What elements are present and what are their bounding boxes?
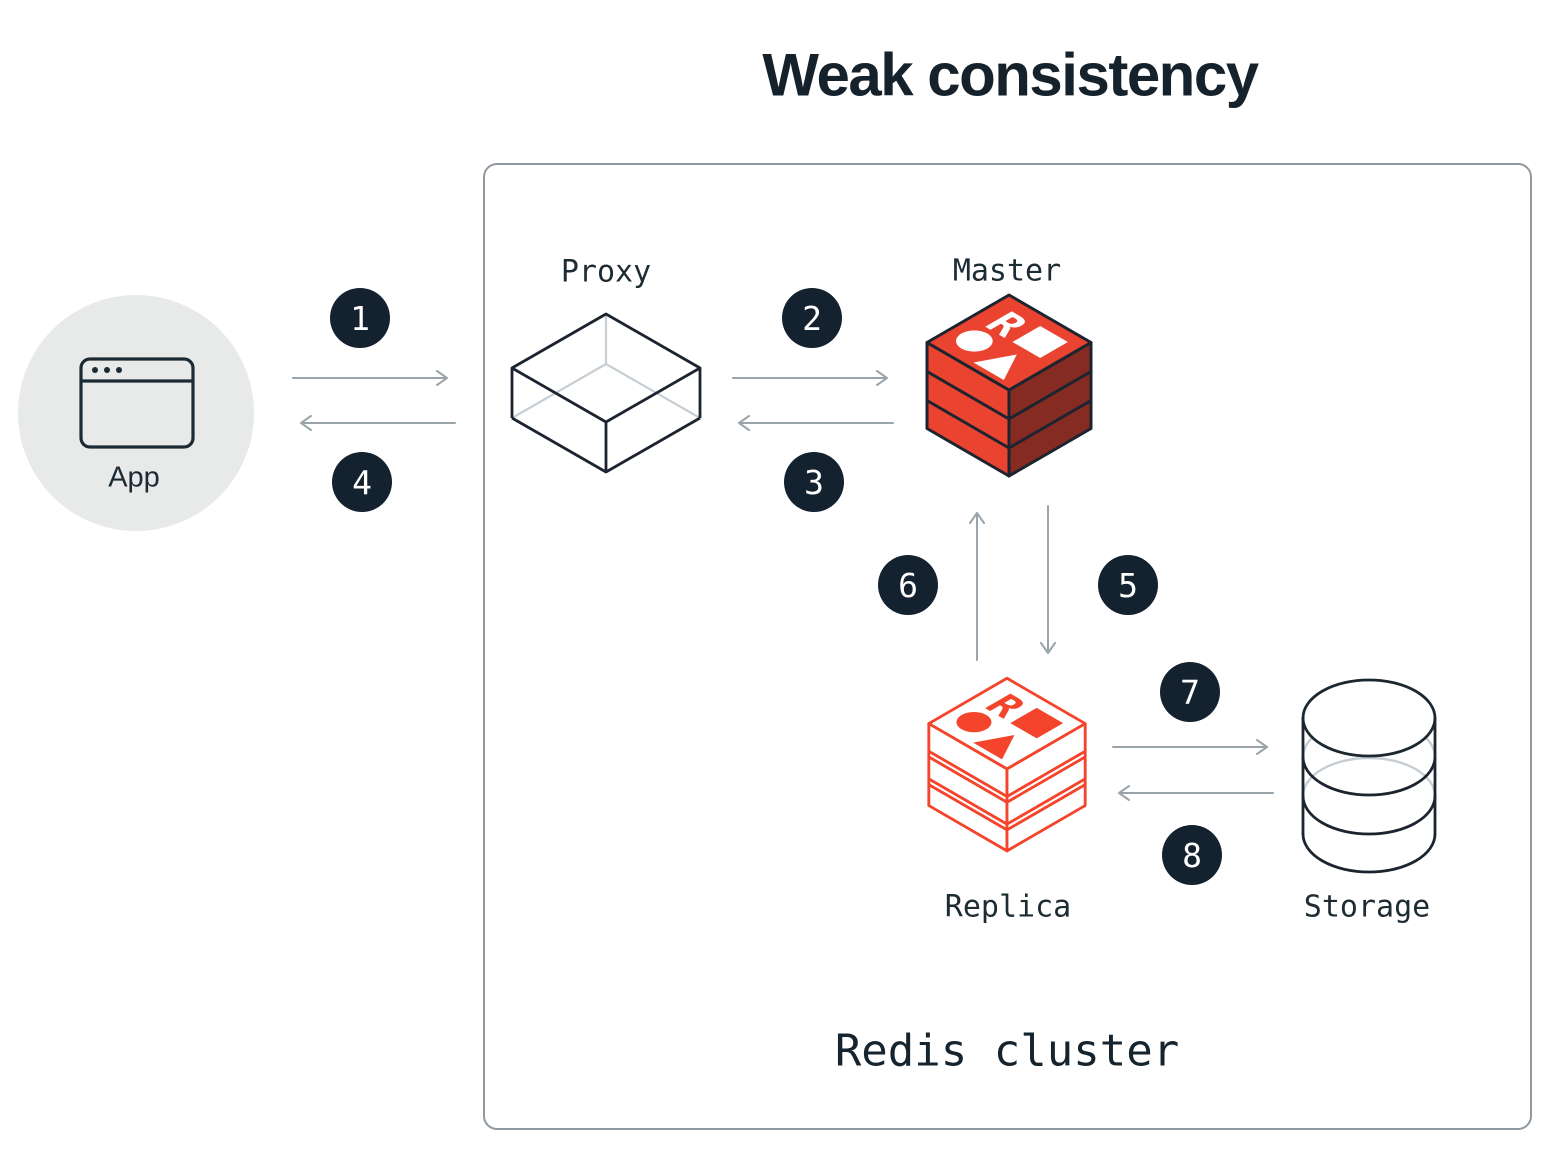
redis-cluster-label: Redis cluster: [834, 1025, 1180, 1077]
step-badge-6: 6: [878, 555, 938, 615]
step-badge-1: 1: [330, 288, 390, 348]
proxy-wireframe-box-icon: [510, 312, 702, 474]
step-badge-2: 2: [782, 288, 842, 348]
redis-cluster-box: [483, 163, 1532, 1130]
storage-label: Storage: [1303, 889, 1431, 925]
replica-label: Replica: [944, 889, 1072, 925]
step-badge-5: 5: [1098, 555, 1158, 615]
step-badge-3: 3: [784, 452, 844, 512]
step-badge-4: 4: [332, 452, 392, 512]
app-label: App: [108, 461, 160, 494]
step-badge-7: 7: [1160, 662, 1220, 722]
diagram-title: Weak consistency: [762, 41, 1259, 109]
master-redis-cube-icon: R: [925, 293, 1093, 478]
app-node: [18, 295, 254, 531]
storage-database-icon: [1301, 678, 1437, 874]
replica-redis-cube-icon: R: [927, 676, 1087, 853]
proxy-label: Proxy: [560, 254, 652, 290]
step-badge-8: 8: [1162, 825, 1222, 885]
browser-window-icon: [79, 357, 195, 449]
master-label: Master: [952, 253, 1062, 289]
